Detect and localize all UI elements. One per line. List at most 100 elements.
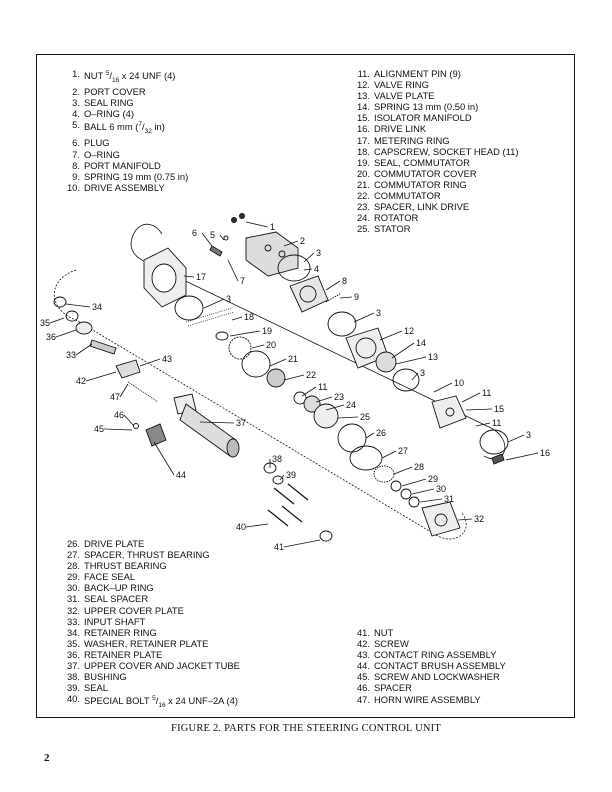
legend-item-number: 31. <box>66 593 80 605</box>
ball-part <box>223 235 229 241</box>
legend-item-label: STATOR <box>374 223 411 235</box>
callout-leader <box>201 232 213 247</box>
legend-item-number: 39. <box>66 682 80 694</box>
callout-leader <box>507 434 525 443</box>
callout-leader <box>353 312 375 323</box>
capscrew-part <box>185 307 235 327</box>
legend-item: 14.SPRING 13 mm (0.50 in) <box>350 101 518 112</box>
legend-item: 17.METERING RING <box>350 135 518 146</box>
callout-number: 44 <box>176 470 186 480</box>
thrust-spacer-part <box>349 445 383 471</box>
callout-number: 25 <box>360 412 370 422</box>
spacer-part <box>133 423 139 429</box>
legend-item-number: 6. <box>72 137 80 149</box>
legend-item-number: 19. <box>356 156 370 168</box>
legend-item: 23.SPACER, LINK DRIVE <box>350 201 518 212</box>
legend-item-number: 12. <box>356 79 370 91</box>
legend-item: 39. SEAL <box>60 682 240 693</box>
legend-item-number: 8. <box>72 159 80 171</box>
legend-item-number: 18. <box>356 145 370 157</box>
legend-item: 15.ISOLATOR MANIFOLD <box>350 112 518 123</box>
legend-item-number: 20. <box>356 167 370 179</box>
legend-item: 4.O–RING (4) <box>60 108 188 119</box>
callout-leader <box>203 298 225 309</box>
callout-leader <box>269 358 287 367</box>
input-shaft-part <box>89 339 117 355</box>
jacket-tube-part <box>173 393 240 458</box>
legend-item: 1.NUT 5/16 x 24 UNF (4) <box>60 68 188 86</box>
callout-number: 34 <box>92 302 102 312</box>
callout-leader <box>391 342 415 359</box>
callout-leader <box>49 317 65 324</box>
callout-number: 3 <box>420 368 425 378</box>
legend-item: 24.ROTATOR <box>350 212 518 223</box>
isolator-manifold-part <box>431 395 467 429</box>
callout-number: 3 <box>226 294 231 304</box>
legend-item-number: 43. <box>356 649 370 661</box>
legend-item: 9.SPRING 19 mm (0.75 in) <box>60 171 188 182</box>
legend-item: 21.COMMUTATOR RING <box>350 179 518 190</box>
callout-leader <box>227 259 239 282</box>
callout-number: 23 <box>334 392 344 402</box>
callout-number: 11 <box>492 418 501 428</box>
legend-item-number: 35. <box>66 637 80 649</box>
legend-item-label: COMMUTATOR RING <box>374 178 467 190</box>
legend-item: 10.DRIVE ASSEMBLY <box>60 182 188 193</box>
legend-item-label: NUT <box>374 627 394 638</box>
legend-item: 18. CAPSCREW, SOCKET HEAD (11) <box>350 145 519 157</box>
callout-number: 43 <box>162 354 172 364</box>
legend-item: 47.HORN WIRE ASSEMBLY <box>350 694 506 705</box>
legend-item-label: FACE SEAL <box>84 571 136 583</box>
callout-number: 35 <box>40 318 50 328</box>
legend-item-number: 25. <box>356 223 370 235</box>
callout-leader <box>303 252 315 263</box>
legend-item: 6.PLUG <box>60 137 188 148</box>
seal-ring-part <box>327 311 357 337</box>
valve-plate-part <box>375 351 397 373</box>
legend-item-number: 47. <box>356 693 370 705</box>
callout-leader <box>229 330 261 337</box>
legend-item-label: INPUT SHAFT <box>84 615 146 627</box>
legend-item-label: SPACER, THRUST BEARING <box>84 549 210 561</box>
legend-item-label: ALIGNMENT PIN (9) <box>374 68 461 79</box>
legend-item-label: SPRING 13 mm (0.50 in) <box>374 101 479 113</box>
legend-item: 25. STATOR <box>350 223 518 234</box>
legend-item-label: SPACER, LINK DRIVE <box>374 201 470 213</box>
legend-item-number: 29. <box>66 571 80 583</box>
legend-item-label: CAPSCREW, SOCKET HEAD (11) <box>374 145 519 157</box>
callout-leader <box>411 488 435 495</box>
callout-number: 41 <box>274 542 284 552</box>
callout-leader <box>55 329 77 338</box>
callout-leader <box>303 268 313 271</box>
callout-leader <box>381 450 397 459</box>
legend-item: 27.SPACER, THRUST BEARING <box>60 549 240 560</box>
legend-item-label: ISOLATOR MANIFOLD <box>374 112 472 124</box>
nut-41-part <box>319 530 333 542</box>
legend-item-number: 17. <box>356 134 370 146</box>
callout-number: 21 <box>288 354 298 364</box>
legend-item: 46.SPACER <box>350 682 506 693</box>
callout-number: 3 <box>316 248 321 258</box>
callout-number: 3 <box>526 430 531 440</box>
callout-number: 32 <box>474 514 484 524</box>
legend-item: 36.RETAINER PLATE <box>60 649 240 660</box>
retainer-ring-part <box>53 296 67 308</box>
legend-item-label: SEAL <box>84 682 108 694</box>
drive-link-part <box>491 453 505 465</box>
callout-number: 42 <box>76 376 86 386</box>
callout-number: 19 <box>262 326 272 336</box>
page-number: 2 <box>44 752 50 764</box>
legend-item-label: NUT 5/16 x 24 UNF (4) <box>84 70 176 84</box>
legend-item-number: 2. <box>72 86 80 98</box>
plug-part <box>209 245 223 257</box>
callout-number: 11 <box>482 388 491 398</box>
callout-leader <box>419 498 443 503</box>
legend-item-label: CONTACT BRUSH ASSEMBLY <box>374 660 506 672</box>
callout-number: 3 <box>376 308 381 318</box>
legend-item: 34.RETAINER RING <box>60 627 240 638</box>
callout-number: 39 <box>286 470 296 480</box>
callout-number: 1 <box>270 222 275 232</box>
callout-leader <box>123 414 135 427</box>
callout-number: 5 <box>210 230 215 240</box>
legend-item: 32.UPPER COVER PLATE <box>60 605 240 616</box>
